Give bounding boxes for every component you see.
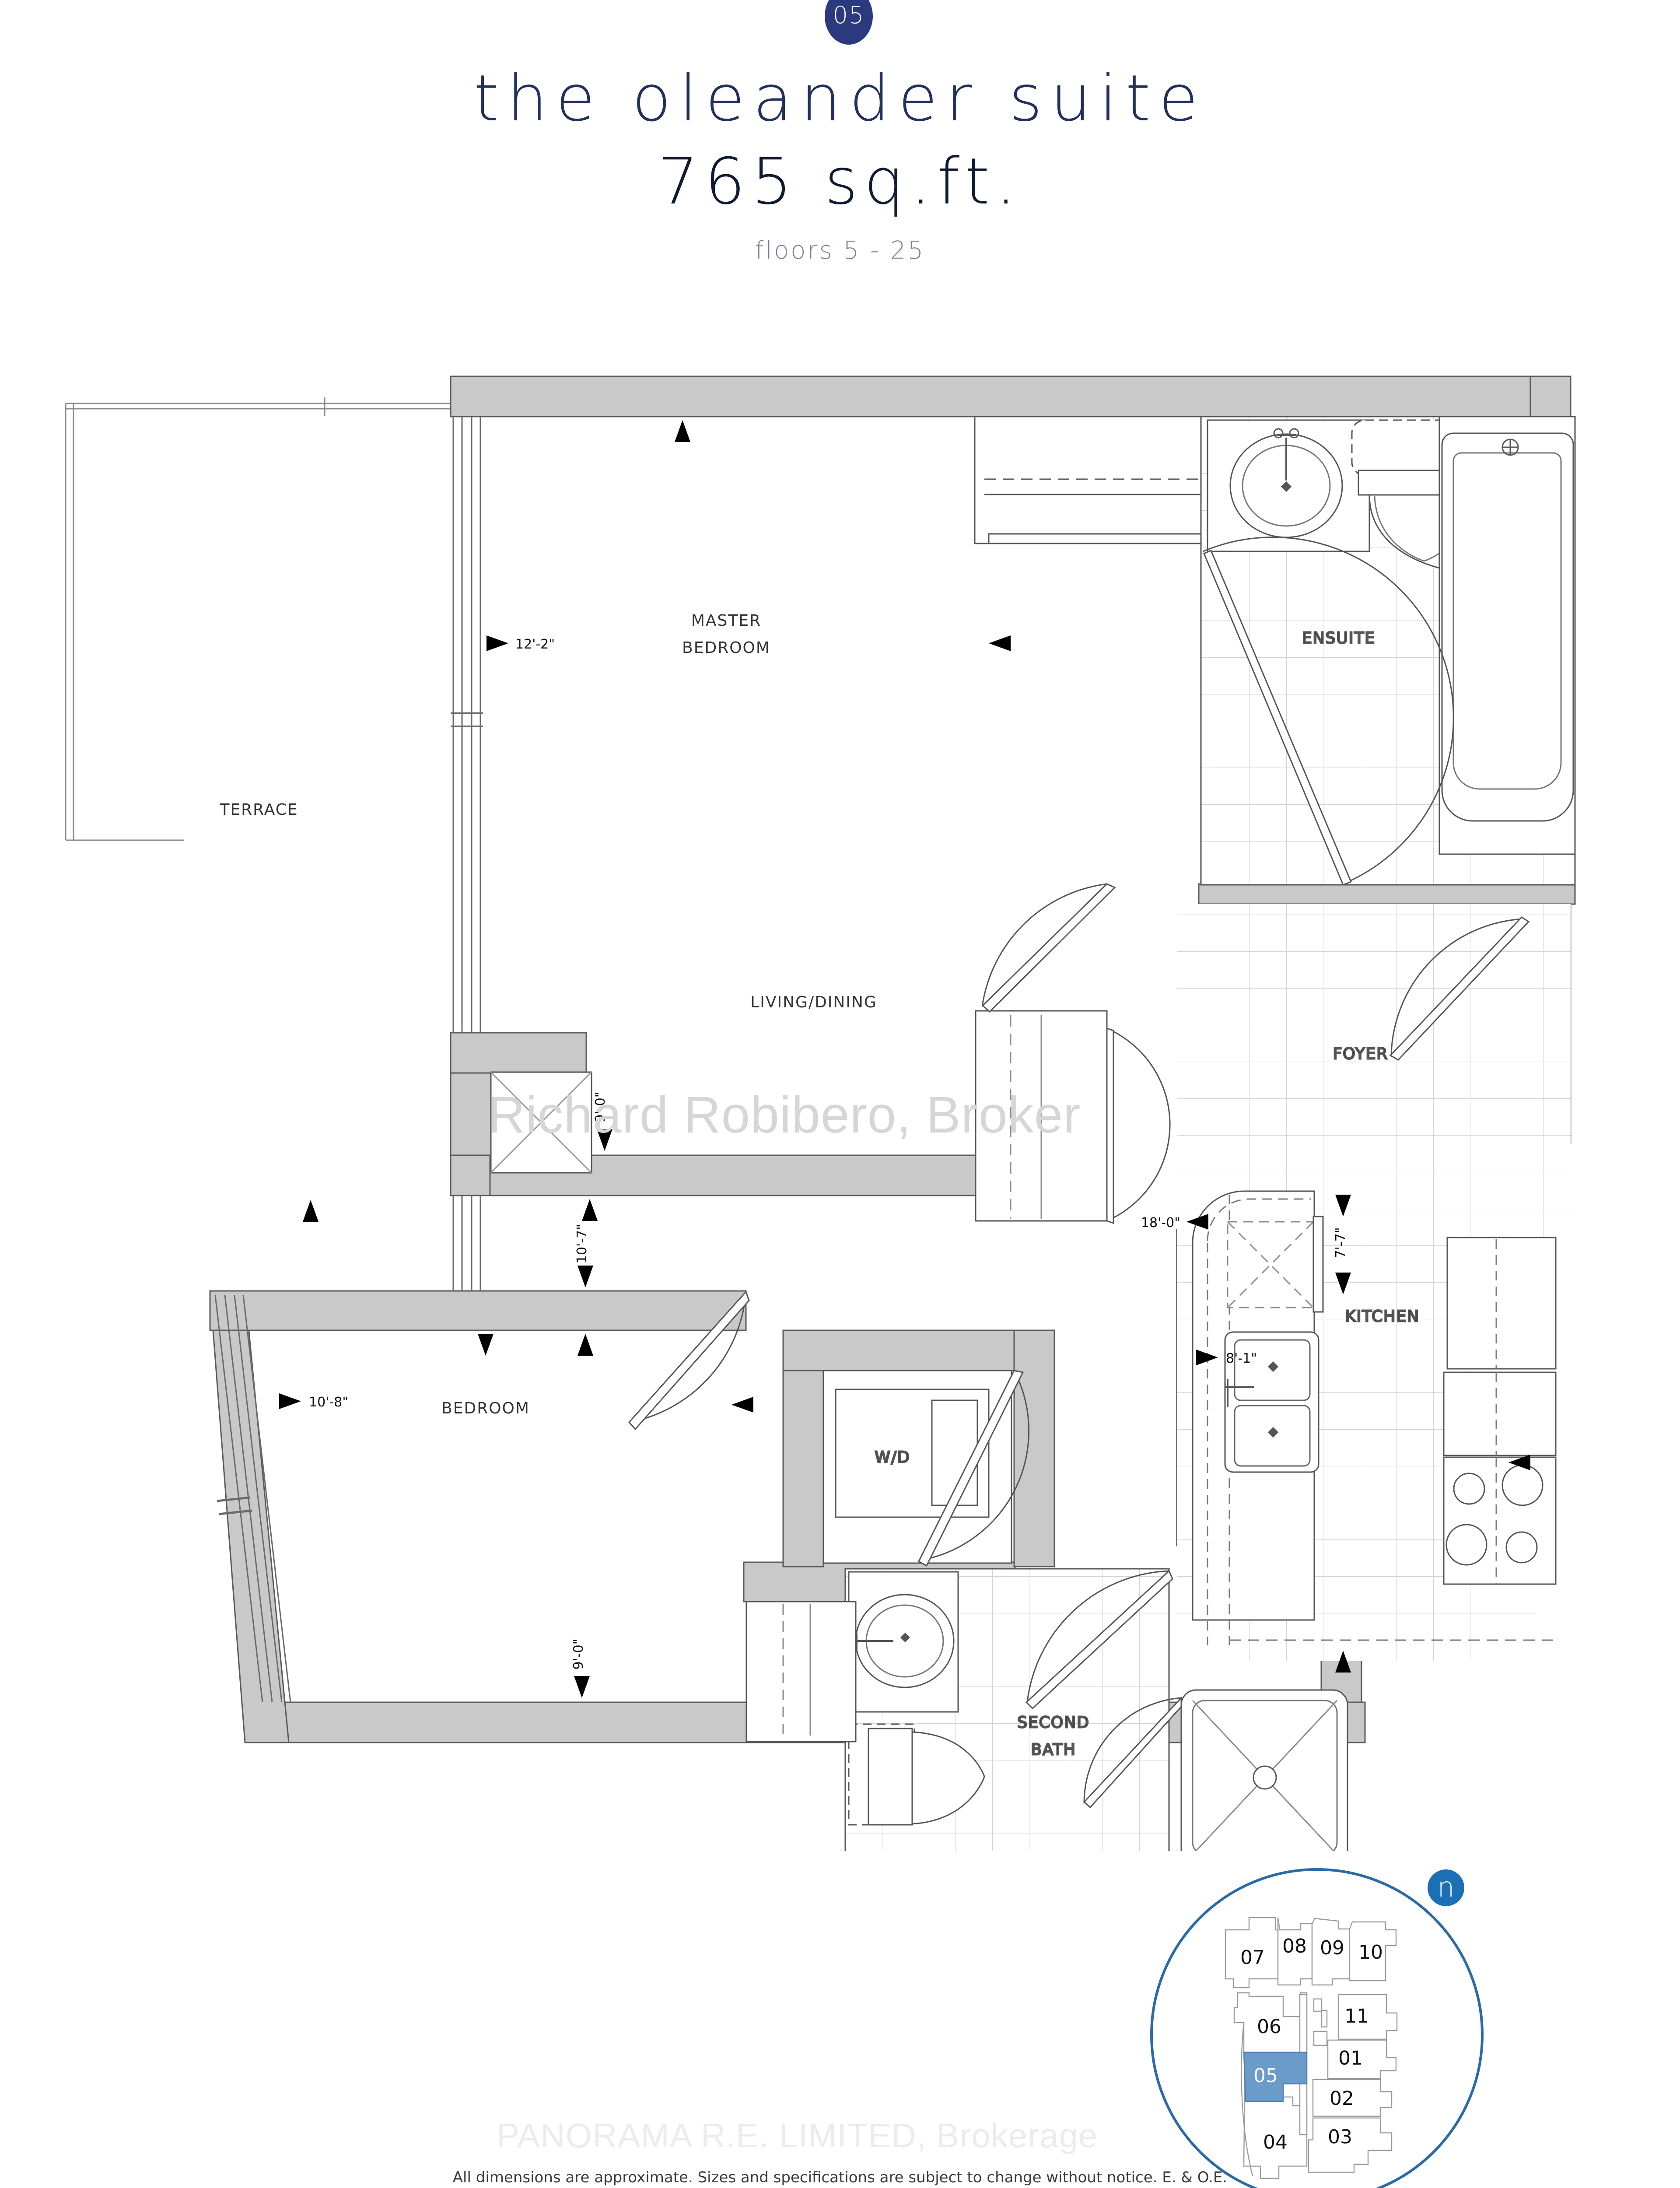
key-plan-unit-05-selected[interactable] — [1243, 2051, 1308, 2102]
key-plan-outer-curve — [1241, 2022, 1253, 2176]
key-plan-units — [1225, 1917, 1398, 2179]
second-bath-sink-icon — [854, 1594, 955, 1688]
hall-closet — [975, 1010, 1171, 1224]
key-plan-label-06: 06 — [1257, 2016, 1281, 2038]
dim-arrow-bedroom-top — [478, 1334, 494, 1356]
key-plan-unit-06 — [1233, 1992, 1308, 2053]
glazing-master-bedroom — [451, 417, 483, 1033]
room-label-master-bedroom-line2: BEDROOM — [682, 639, 770, 657]
dimension-master-bedroom-depth: 9'-0" — [582, 1091, 612, 1221]
brokerage-watermark: PANORAMA R.E. LIMITED, Brokerage — [497, 2116, 1098, 2155]
shower-stall-icon — [1083, 1689, 1348, 1851]
north-label: n — [1437, 1871, 1454, 1903]
dimension-annotations: 12'-2" 9'-0" 10'-7" 18'-0" 8'-1" 7'-7" — [279, 420, 1530, 1698]
dimension-bedroom-width: 10'-8" — [279, 1393, 348, 1410]
key-plan-unit-10 — [1349, 1921, 1397, 1981]
room-label-second-bath-line2: BATH — [1031, 1741, 1076, 1759]
key-plan-label-01: 01 — [1338, 2047, 1363, 2069]
dim-arrow-kitchen-up — [1335, 1273, 1351, 1294]
key-plan-label-05: 05 — [1253, 2065, 1278, 2087]
dim-arrow-kitchen-down — [1335, 1651, 1351, 1673]
suite-number-label: 05 — [833, 1, 865, 29]
kitchen-sink-icon — [1224, 1331, 1320, 1473]
key-plan-label-04: 04 — [1263, 2131, 1288, 2153]
floorplan-drawing: ENSUITE FOYER — [0, 363, 1680, 1851]
ensuite-sink-icon — [1229, 428, 1343, 538]
dim-arrow-master-right — [989, 635, 1011, 651]
key-plan-unit-01 — [1327, 2039, 1397, 2079]
ensuite-bathtub-icon — [1438, 416, 1576, 855]
key-plan-unit-02 — [1312, 2079, 1393, 2117]
master-bedroom-storage-box — [490, 1071, 592, 1174]
room-label-ensuite: ENSUITE — [1302, 629, 1376, 647]
kitchen-cooktop-icon — [1443, 1456, 1557, 1585]
second-bath-toilet-icon — [848, 1723, 985, 1826]
dimension-bedroom-depth: 9'-0" — [571, 1638, 590, 1698]
terrace-outline — [65, 397, 451, 841]
svg-text:12'-2": 12'-2" — [515, 637, 555, 652]
dim-arrow-living-left — [303, 1200, 318, 1222]
key-plan-shaft — [1313, 1998, 1328, 2046]
suite-floors-label: floors 5 - 25 — [755, 236, 925, 265]
key-plan: 07 08 09 10 06 11 05 01 02 04 03 n — [1144, 1860, 1490, 2188]
room-label-second-bath-line1: SECOND — [1017, 1714, 1090, 1732]
suite-number-badge: 05 — [825, 0, 873, 45]
disclaimer-line-1: All dimensions are approximate. Sizes an… — [452, 2169, 1228, 2186]
suite-header: 05 the oleander suite 765 sq.ft. floors … — [0, 0, 1680, 306]
bedroom-closet — [746, 1601, 857, 1743]
room-label-terrace: TERRACE — [219, 801, 298, 819]
svg-text:8'-1": 8'-1" — [1226, 1351, 1257, 1366]
svg-text:10'-7": 10'-7" — [574, 1224, 590, 1263]
room-label-laundry: W/D — [875, 1448, 910, 1466]
bedroom-door — [628, 1290, 750, 1431]
ensuite-room: ENSUITE — [1200, 416, 1576, 886]
laundry-closet: W/D — [822, 1370, 1030, 1567]
suite-area-label: 765 sq.ft. — [658, 144, 1022, 219]
key-plan-label-10: 10 — [1358, 1941, 1383, 1964]
dimension-master-bedroom-width: 12'-2" — [486, 635, 555, 652]
key-plan-label-11: 11 — [1344, 2005, 1369, 2027]
dimension-kitchen-length: 18'-0" — [1141, 1214, 1208, 1231]
kitchen-room: KITCHEN — [1177, 1190, 1557, 1661]
key-plan-label-09: 09 — [1320, 1937, 1344, 1959]
svg-text:9'-0": 9'-0" — [593, 1091, 608, 1122]
north-indicator: n — [1428, 1869, 1464, 1906]
key-plan-label-03: 03 — [1328, 2126, 1352, 2148]
dimension-living-dining-depth: 10'-7" — [574, 1224, 593, 1356]
page-title: the oleander suite — [473, 61, 1207, 136]
dim-arrow-kitchen-right — [1508, 1455, 1530, 1470]
key-plan-label-07: 07 — [1240, 1946, 1265, 1969]
room-label-kitchen: KITCHEN — [1345, 1308, 1420, 1325]
key-plan-unit-11 — [1337, 1994, 1398, 2040]
second-bath-room: SECOND BATH — [844, 1568, 1348, 1851]
dim-arrow-bedroom-right — [732, 1397, 753, 1413]
disclaimer-footer: All dimensions are approximate. Sizes an… — [0, 2166, 1680, 2188]
dim-arrow-master-top — [675, 420, 690, 442]
dimension-kitchen-niche: 7'-7" — [1333, 1195, 1351, 1259]
key-plan-labels: 07 08 09 10 06 11 05 01 02 04 03 — [1240, 1935, 1383, 2153]
room-label-living-dining: LIVING/DINING — [750, 993, 877, 1011]
key-plan-label-02: 02 — [1330, 2087, 1354, 2110]
key-plan-label-08: 08 — [1282, 1935, 1307, 1957]
svg-text:18'-0": 18'-0" — [1141, 1215, 1180, 1231]
svg-text:9'-0": 9'-0" — [571, 1638, 586, 1669]
key-plan-unit-03 — [1308, 2117, 1393, 2173]
dimension-kitchen-width: 8'-1" — [1196, 1350, 1257, 1366]
glazing-bedroom — [214, 1295, 291, 1703]
foyer-room: FOYER — [1177, 904, 1571, 1241]
room-label-master-bedroom-line1: MASTER — [691, 612, 761, 630]
master-bedroom-door — [981, 883, 1116, 1013]
svg-text:7'-7": 7'-7" — [1333, 1227, 1348, 1258]
glazing-living-dining — [452, 1196, 481, 1291]
room-label-bedroom: BEDROOM — [441, 1399, 530, 1417]
room-label-foyer: FOYER — [1333, 1045, 1389, 1063]
svg-text:10'-8": 10'-8" — [309, 1395, 348, 1410]
